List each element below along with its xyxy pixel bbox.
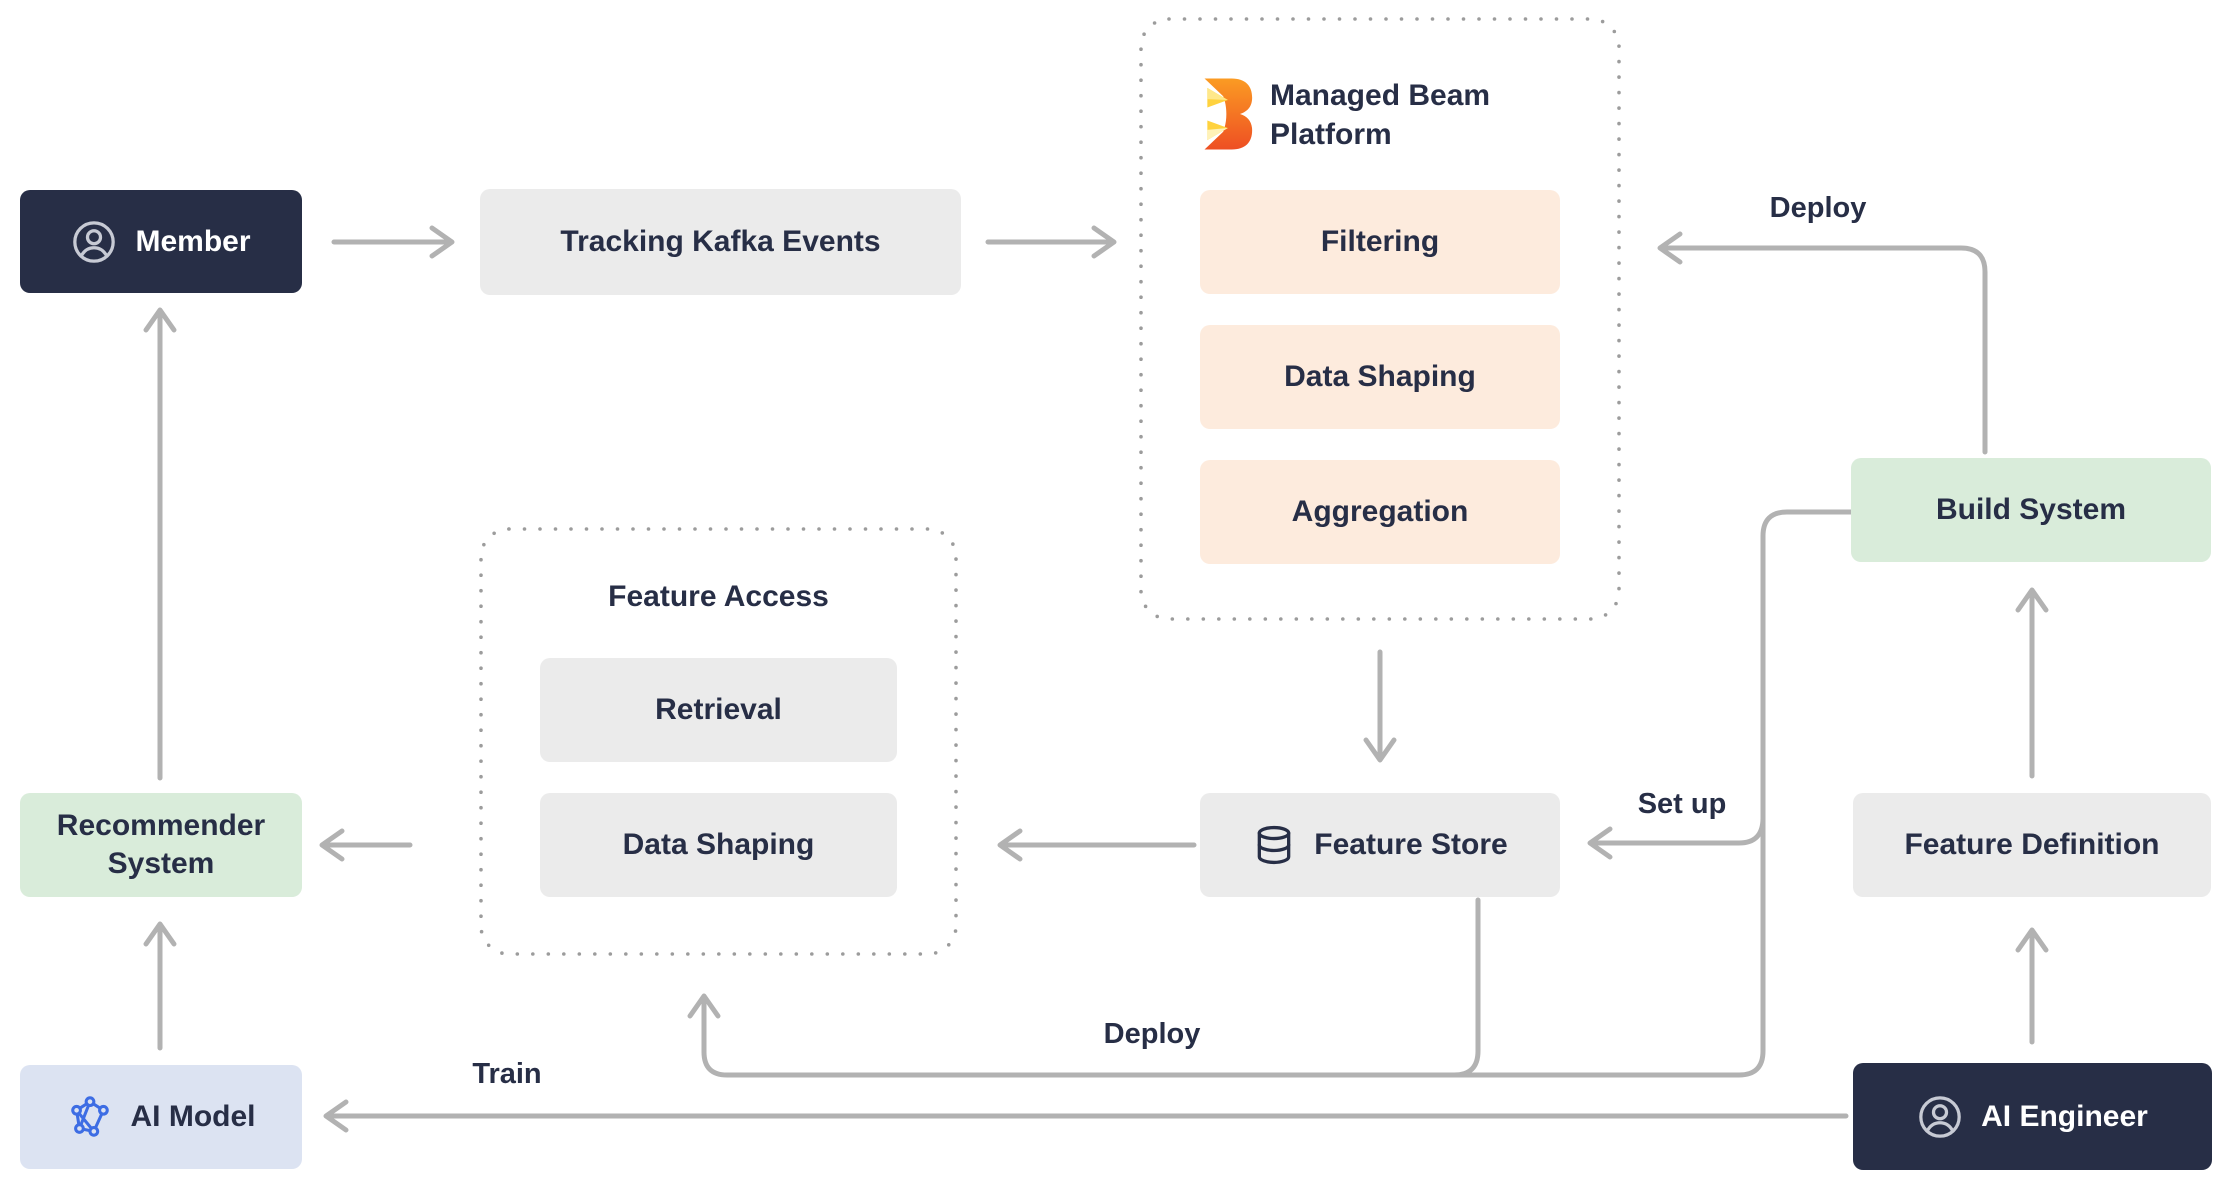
ai-engineer-node: AI Engineer [1853,1063,2212,1170]
edge-ai-engineer-to-feature-definition [2015,927,2049,1045]
edge-ai-model-to-recommender [143,921,177,1051]
deploy-bottom-label: Deploy [1103,1018,1201,1050]
member-label: Member [135,224,251,258]
feature-definition-node: Feature Definition [1853,793,2211,897]
beam-platform-title: Managed Beam Platform [1270,79,1491,151]
beam-data-shaping-label: Data Shaping [1284,360,1476,393]
feature-access-title: Feature Access [608,580,829,613]
recommender-system-label: Recommender System [56,809,266,880]
edge-beam-to-feature-store [1363,649,1397,763]
feature-store-node: Feature Store [1200,793,1560,897]
train-label: Train [472,1058,542,1090]
deploy-top-label: Deploy [1769,192,1867,224]
edge-feature-definition-to-build-system [2015,587,2049,779]
edge-build-system-deploy-to-beam [1657,231,1988,455]
member-node: Member [20,190,302,293]
edge-member-to-tracking [331,225,455,259]
ai-model-node: AI Model [20,1065,302,1169]
edge-build-system-setup-to-feature-store [1587,815,1766,860]
edge-tracking-to-beam [985,225,1117,259]
beam-aggregation-node: Aggregation [1200,460,1560,564]
edge-feature-store-to-feature-access [997,828,1197,862]
edge-recommender-to-member [143,307,177,781]
beam-filtering-label: Filtering [1320,225,1440,258]
feature-access-retrieval-node: Retrieval [540,658,897,762]
set-up-label: Set up [1637,788,1727,820]
tracking-kafka-events-node: Tracking Kafka Events [480,189,961,295]
feature-definition-label: Feature Definition [1904,828,2160,861]
ai-model-label: AI Model [130,1100,256,1133]
feature-store-label: Feature Store [1314,828,1508,861]
edge-feature-store-bottom-connector [1451,897,1481,1078]
tracking-kafka-events-label: Tracking Kafka Events [560,225,881,258]
beam-platform-header: Managed Beam Platform [1198,76,1540,154]
network-graph-icon [70,1096,109,1137]
person-circle-icon [1919,1095,1961,1138]
build-system-label: Build System [1935,493,2127,526]
feature-access-data-shaping-node: Data Shaping [540,793,897,897]
edge-ai-engineer-train-to-ai-model [323,1099,1849,1133]
build-system-node: Build System [1851,458,2211,562]
feature-access-retrieval-label: Retrieval [655,693,782,726]
beam-filtering-node: Filtering [1200,190,1560,294]
beam-data-shaping-node: Data Shaping [1200,325,1560,429]
edge-feature-access-to-recommender [319,828,413,862]
ai-engineer-label: AI Engineer [1981,1099,2148,1133]
person-circle-icon [73,220,116,263]
apache-beam-logo [1204,78,1253,150]
database-icon [1257,825,1291,865]
recommender-system-node: Recommender System [20,793,302,897]
feature-access-data-shaping-label: Data Shaping [622,828,815,861]
beam-aggregation-label: Aggregation [1291,495,1469,528]
